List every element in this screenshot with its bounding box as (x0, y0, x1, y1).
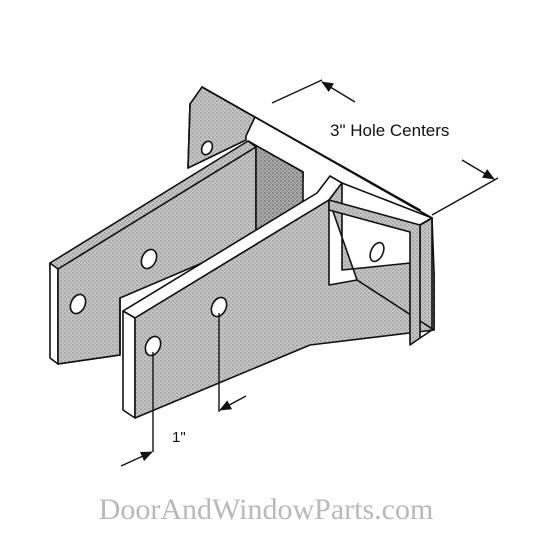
right-arm-hole-front (144, 335, 162, 357)
offset-arrow-left (120, 451, 153, 467)
hole-centers-label: 3" Hole Centers (330, 121, 449, 140)
right-flange-hole (369, 241, 385, 263)
hole-centers-extension-right (431, 177, 499, 216)
right-flange-edges (341, 182, 433, 339)
back-flange-edge (187, 103, 191, 169)
left-arm-bottom-edge (57, 297, 121, 365)
left-arm-hole-front (69, 293, 87, 315)
left-arm-edge (49, 262, 59, 365)
wall-flange-inner-edge (254, 116, 421, 211)
hole-centers-arrow-right (461, 159, 495, 180)
right-arm-edge (122, 310, 136, 419)
right-arm-hole-rear (210, 296, 228, 318)
back-flange-hole (200, 140, 214, 156)
watermark: DoorAndWindowParts.com (99, 493, 434, 526)
hole-centers-arrow-left (321, 81, 356, 103)
hole-centers-extension-left (271, 79, 323, 104)
left-arm-hole-rear (140, 248, 158, 270)
offset-label: 1" (172, 429, 186, 446)
offset-arrow-right (219, 395, 247, 411)
